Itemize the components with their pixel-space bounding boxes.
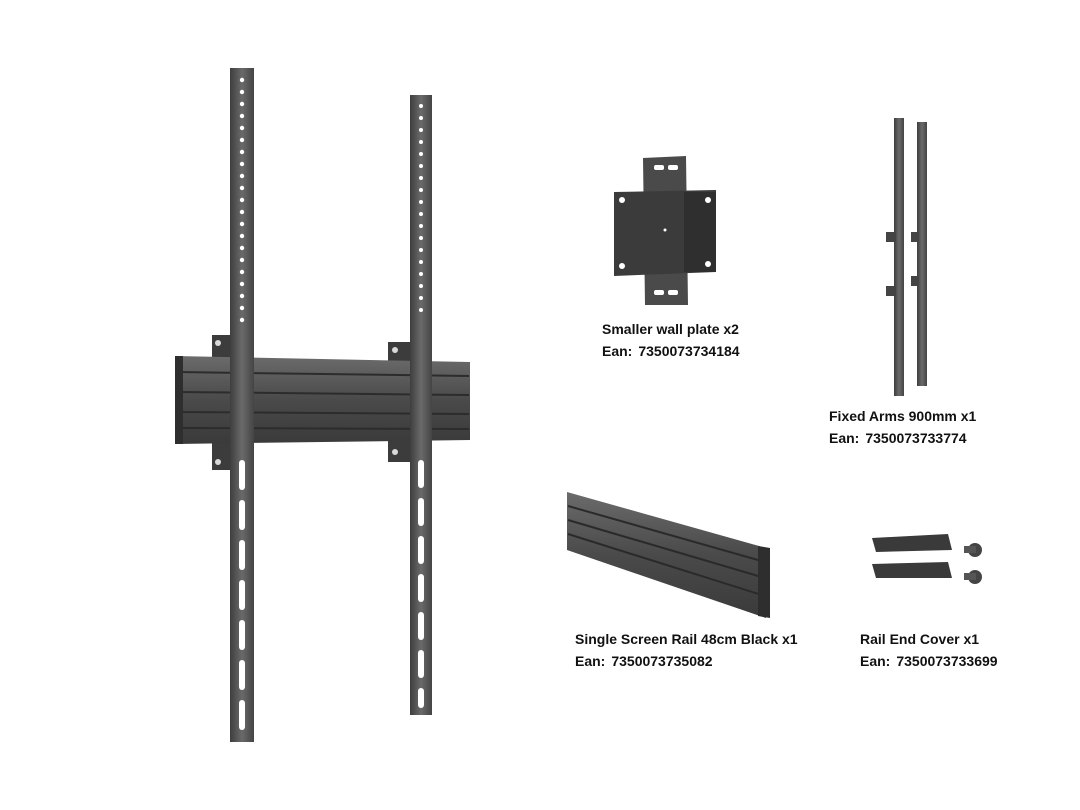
ean-label: Ean:	[829, 430, 860, 446]
part-name: Smaller wall plate x2	[602, 321, 739, 337]
ean-number: 7350073734184	[638, 343, 740, 359]
rail-end-cover-caption: Rail End Cover x1 Ean: 7350073733699	[860, 628, 998, 672]
screen-rail-caption: Single Screen Rail 48cm Black x1 Ean: 735…	[575, 628, 798, 672]
part-name: Single Screen Rail 48cm Black x1	[575, 631, 798, 647]
assembled-mount-image	[175, 68, 470, 742]
wall-plate-image	[614, 156, 716, 305]
ean-label: Ean:	[602, 343, 633, 359]
part-name: Fixed Arms 900mm x1	[829, 408, 977, 424]
ean-number: 7350073735082	[611, 653, 713, 669]
fixed-arms-caption: Fixed Arms 900mm x1 Ean: 7350073733774	[829, 405, 976, 449]
ean-number: 7350073733699	[896, 653, 998, 669]
ean-label: Ean:	[575, 653, 606, 669]
part-ean: Ean: 7350073735082	[575, 650, 798, 672]
ean-number: 7350073733774	[865, 430, 967, 446]
ean-label: Ean:	[860, 653, 891, 669]
part-name: Rail End Cover x1	[860, 631, 980, 647]
part-ean: Ean: 7350073734184	[602, 340, 740, 362]
part-ean: Ean: 7350073733774	[829, 427, 976, 449]
wall-plate-caption: Smaller wall plate x2 Ean: 7350073734184	[602, 318, 740, 362]
rail-end-cover-image	[872, 534, 982, 584]
part-ean: Ean: 7350073733699	[860, 650, 998, 672]
screen-rail-image	[567, 492, 770, 618]
fixed-arms-image	[886, 118, 927, 396]
